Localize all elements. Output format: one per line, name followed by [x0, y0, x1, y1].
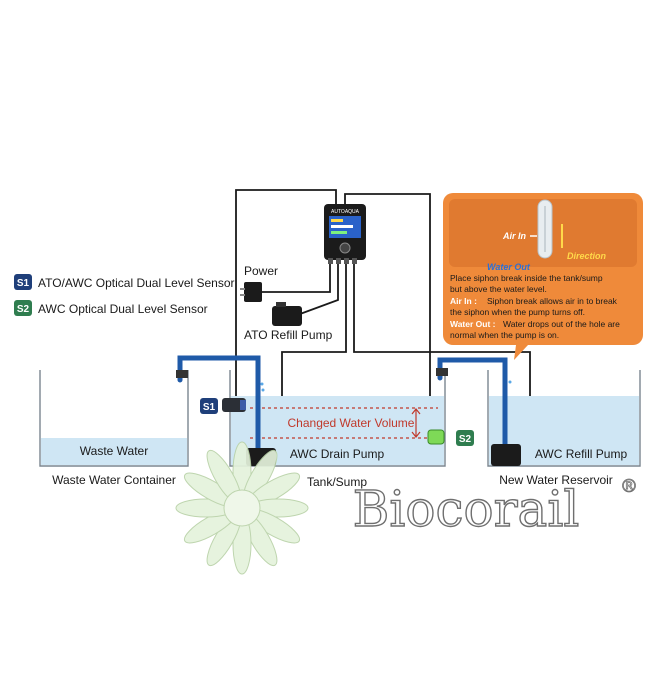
- s1-legend-badge: [14, 274, 32, 290]
- drain-pipe: [177, 355, 261, 458]
- s1-legend-label: ATO/AWC Optical Dual Level Sensor: [38, 276, 235, 290]
- callout-air-in-key: Air In :: [450, 296, 477, 306]
- refill-drip-1: [508, 380, 512, 384]
- sensor-s2: S2: [427, 429, 474, 446]
- controller-port-1: [328, 258, 333, 264]
- awc-refill-pump-label: AWC Refill Pump: [535, 447, 628, 461]
- screen-readout-1: [331, 219, 343, 222]
- ato-pump-body: [272, 306, 302, 326]
- registered-mark: ®: [620, 476, 638, 497]
- coral-flower-watermark: [175, 441, 309, 575]
- s2-tag-badge: [456, 430, 474, 446]
- waste-water-container: Waste Water: [39, 370, 189, 467]
- callout-water-out-desc-2: normal when the pump is on.: [450, 330, 559, 340]
- callout-line-2: but above the water level.: [450, 284, 547, 294]
- new-water-reservoir-label: New Water Reservoir: [499, 473, 613, 487]
- reservoir-walls: [487, 370, 641, 467]
- callout-water-out: Water Out: [487, 262, 531, 272]
- s2-legend-label: AWC Optical Dual Level Sensor: [38, 302, 208, 316]
- callout-water-out-key: Water Out :: [450, 319, 496, 329]
- controller-port-3: [344, 258, 349, 264]
- waste-water-fill: [41, 438, 187, 465]
- coral-center: [223, 489, 261, 527]
- wire-sensor-s2: [344, 193, 431, 440]
- callout-pointer: [514, 345, 528, 360]
- s2-tag-text: S2: [459, 434, 472, 445]
- controller-port-2: [336, 258, 341, 264]
- awc-drain-pump-label: AWC Drain Pump: [290, 447, 385, 461]
- new-water-reservoir: AWC Refill Pump: [487, 370, 641, 467]
- s1-tag-badge: [200, 398, 218, 414]
- drain-siphon-break: [176, 370, 188, 378]
- siphon-break-callout: Air In Direction Water Out Place siphon …: [443, 193, 643, 360]
- power-label: Power: [244, 264, 278, 278]
- controller-brand: AUTOAQUA: [331, 209, 360, 215]
- s2-legend-badge-text: S2: [17, 304, 30, 315]
- waste-water-label: Waste Water: [80, 444, 148, 458]
- controller-knob: [339, 242, 351, 254]
- ato-refill-pump-icon: [272, 302, 302, 326]
- drain-drip-1: [260, 382, 264, 386]
- awc-refill-pump-icon: [491, 444, 521, 466]
- s2-sensor-body: [427, 429, 445, 445]
- power-adapter-prong-2: [240, 294, 245, 296]
- power-adapter-body: [244, 282, 262, 302]
- wire-power: [262, 262, 331, 293]
- power-adapter-prong-1: [240, 288, 245, 290]
- drain-drip-2: [261, 388, 265, 392]
- refill-siphon-break: [436, 368, 448, 376]
- plumbing: [176, 355, 512, 458]
- controller-port-4: [352, 258, 357, 264]
- waste-container-walls: [39, 370, 189, 467]
- s1-tag-text: S1: [203, 402, 216, 413]
- waste-container-label: Waste Water Container: [52, 473, 176, 487]
- callout-air-in: Air In: [502, 231, 527, 241]
- power-adapter: [240, 282, 262, 302]
- sensor-s1: S1: [200, 398, 246, 414]
- s2-legend-badge: [14, 300, 32, 316]
- volume-arrow-head-up: [411, 408, 421, 415]
- changed-water-volume-label: Changed Water Volume: [288, 416, 415, 430]
- s1-sensor-lens: [240, 400, 246, 410]
- callout-air-in-desc-2: the siphon when the pump turns off.: [450, 307, 585, 317]
- legend: S1 ATO/AWC Optical Dual Level Sensor S2 …: [14, 274, 235, 316]
- screen-readout-3: [331, 231, 347, 234]
- s1-legend-badge-text: S1: [17, 278, 30, 289]
- callout-direction: Direction: [567, 251, 607, 261]
- wire-drain-pump: [235, 189, 337, 460]
- wire-ato-pump: [299, 262, 339, 315]
- tank-sump-label: Tank/Sump: [307, 475, 367, 489]
- controller-unit: AUTOAQUA: [324, 204, 366, 264]
- biocorail-watermark: Biocorail: [353, 480, 580, 538]
- callout-air-in-desc-1: Siphon break allows air in to break: [487, 296, 618, 306]
- screen-readout-2: [331, 225, 353, 228]
- callout-line-1: Place siphon break inside the tank/sump: [450, 273, 603, 283]
- callout-water-out-desc-1: Water drops out of the hole are: [503, 319, 620, 329]
- ato-refill-pump-label: ATO Refill Pump: [244, 328, 333, 342]
- sump-walls: [229, 370, 446, 467]
- volume-arrow-head-down: [411, 431, 421, 438]
- ato-pump-outlet: [276, 302, 286, 307]
